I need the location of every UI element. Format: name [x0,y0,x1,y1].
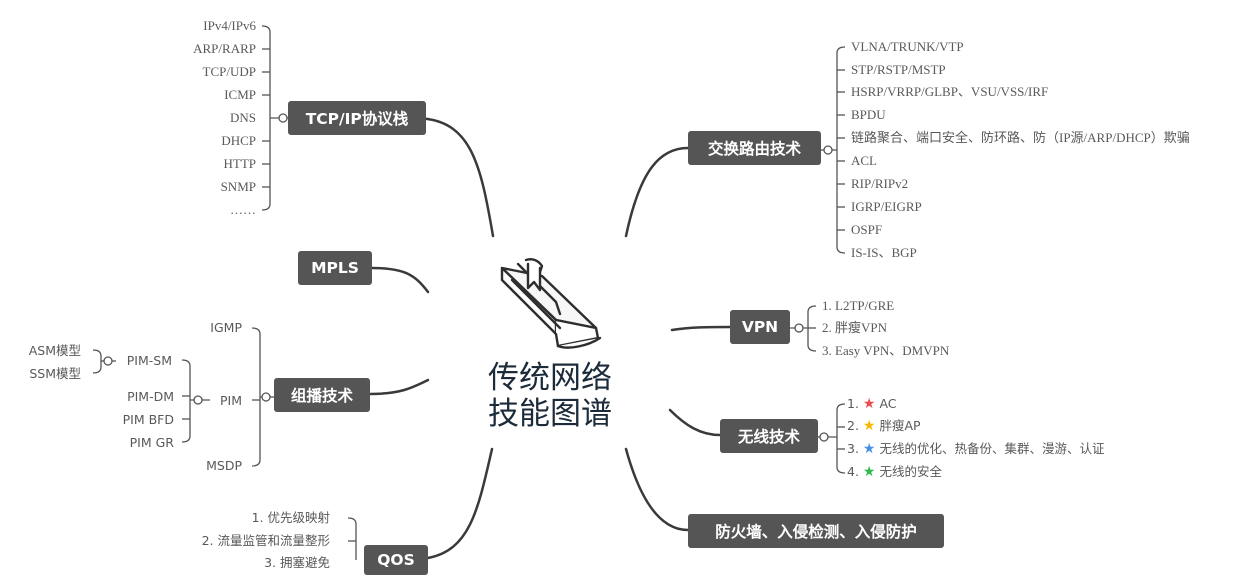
star-icon: ★ [862,396,876,412]
list-item: 3. ★ 无线的优化、热备份、集群、漫游、认证 [847,441,1104,457]
topic-qos[interactable]: QOS [364,545,428,575]
topic-mpls[interactable]: MPLS [298,251,372,285]
book-icon [500,258,602,349]
list-item: 2. 胖瘦VPN [822,320,888,335]
star-icon: ★ [862,464,876,480]
branch-qos [426,447,494,560]
list-item: 4. ★ 无线的安全 [847,464,942,480]
topic-wireless[interactable]: 无线技术 [720,419,818,453]
branch-vpn [670,325,732,332]
multicast-pim-dm: PIM-DM [127,389,174,404]
multicast-pim-bfd: PIM BFD [122,412,174,427]
branch-multicast [368,378,430,396]
multicast-msdp: MSDP [206,458,242,473]
list-item: …… [230,202,256,217]
list-item: ICMP [224,87,256,102]
multicast-pim-sm: PIM-SM [126,353,172,368]
list-item: 1. 优先级映射 [251,510,330,525]
list-item: ACL [851,153,877,168]
list-number: 4. [847,464,859,479]
list-item: 2. ★ 胖瘦AP [847,418,921,434]
star-icon: ★ [862,418,876,434]
branch-firewall [624,447,690,532]
center-title: 传统网络 技能图谱 [470,360,630,432]
list-item: 2. 流量监管和流量整形 [201,533,330,548]
topic-tcpip[interactable]: TCP/IP协议栈 [288,101,426,135]
list-item: DNS [229,110,256,125]
list-item: HSRP/VRRP/GLBP、VSU/VSS/IRF [851,84,1049,99]
list-item: ARP/RARP [193,41,256,56]
list-item: OSPF [851,222,883,237]
list-text: 无线的安全 [879,464,942,479]
center-title-line1: 传统网络 [488,360,612,396]
list-item: 1. ★ AC [847,396,897,412]
list-text: 无线的优化、热备份、集群、漫游、认证 [879,441,1105,456]
list-text: 胖瘦AP [879,418,921,433]
branch-mpls [370,266,430,294]
topic-vpn[interactable]: VPN [730,310,790,344]
list-item: RIP/RIPv2 [851,176,909,191]
multicast-ssm: SSM模型 [29,366,81,381]
multicast-igmp: IGMP [210,320,242,335]
list-item: SNMP [220,179,256,194]
multicast-asm: ASM模型 [28,343,81,358]
topic-multicast[interactable]: 组播技术 [274,378,370,412]
list-item: DHCP [221,133,256,148]
list-item: 3. 拥塞避免 [264,555,330,570]
list-item: 3. Easy VPN、DMVPN [822,343,950,358]
list-item: STP/RSTP/MSTP [851,62,946,77]
multicast-pim-gr: PIM GR [129,435,174,450]
list-item: IPv4/IPv6 [203,18,256,33]
list-number: 2. [847,418,859,433]
list-item: 1. L2TP/GRE [822,298,895,313]
list-item: HTTP [223,156,257,171]
list-item: IS-IS、BGP [851,245,917,260]
list-item: VLNA/TRUNK/VTP [851,39,964,54]
list-number: 3. [847,441,859,456]
list-item: TCP/UDP [202,64,256,79]
branch-wireless [668,408,722,437]
list-item: BPDU [851,107,886,122]
list-number: 1. [847,396,859,411]
list-item: IGRP/EIGRP [851,199,922,214]
multicast-pim: PIM [219,393,242,408]
center-title-line2: 技能图谱 [488,396,612,432]
branch-switch [624,146,690,238]
topic-switch-route[interactable]: 交换路由技术 [688,131,821,165]
list-text: AC [879,396,897,411]
mindmap-connectors [92,25,846,560]
topic-firewall[interactable]: 防火墙、入侵检测、入侵防护 [688,514,944,548]
list-item: 链路聚合、端口安全、防环路、防（IP源/ARP/DHCP）欺骗 [851,130,1190,145]
branch-tcpip [412,116,495,238]
star-icon: ★ [862,441,876,457]
